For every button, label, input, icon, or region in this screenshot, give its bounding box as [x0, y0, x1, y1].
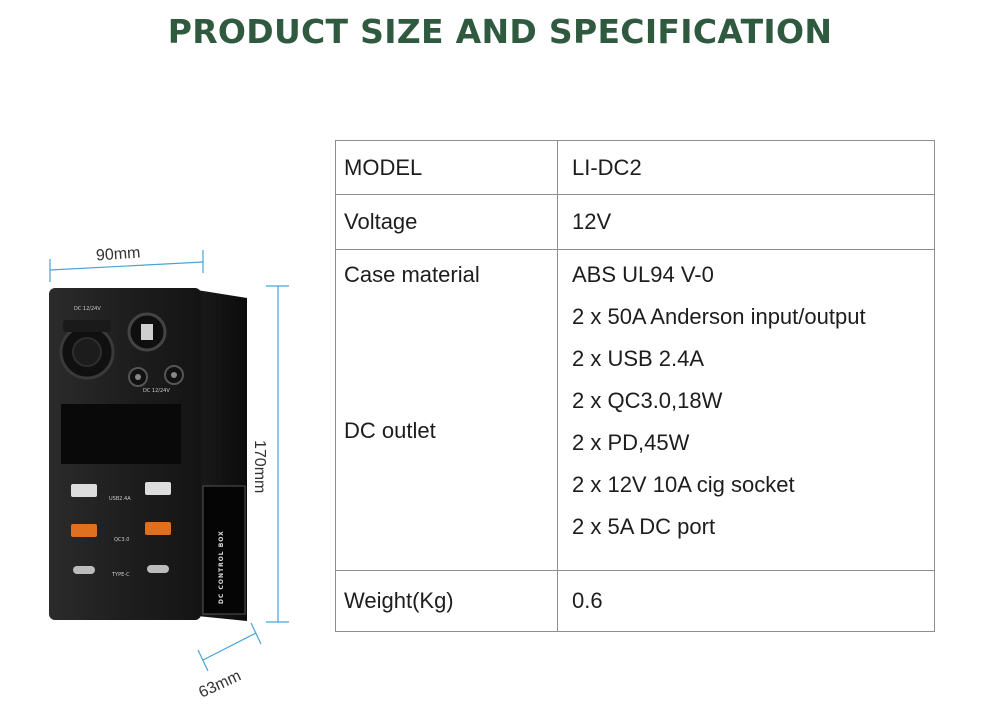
weight-value: 0.6: [557, 570, 935, 632]
weight-label: Weight(Kg): [335, 570, 558, 632]
list-item: 2 x QC3.0,18W: [572, 388, 723, 413]
list-item: 2 x 5A DC port: [572, 514, 716, 539]
voltage-value: 12V: [557, 194, 935, 250]
list-item: 2 x 12V 10A cig socket: [572, 472, 795, 497]
depth-dimension-label: 63mm: [196, 667, 244, 702]
case-material-label: Case material: [344, 262, 480, 287]
device-label-dc-right: DC 12/24V: [143, 388, 170, 394]
case-outlet-value-cell: ABS UL94 V-0 2 x 50A Anderson input/outp…: [557, 249, 935, 571]
dc-control-box-product: [49, 288, 247, 621]
table-row-case-and-outlet: Case material DC outlet ABS UL94 V-0 2 x…: [335, 249, 935, 571]
width-dimension-label: 90mm: [95, 244, 141, 265]
dc-outlet-list: 2 x 50A Anderson input/output 2 x USB 2.…: [572, 296, 934, 548]
list-item: 2 x 50A Anderson input/output: [572, 304, 866, 329]
height-dimension-label: 170mm: [251, 440, 268, 494]
voltage-label: Voltage: [335, 194, 558, 250]
device-side-label: DC CONTROL BOX: [218, 530, 225, 604]
model-label: MODEL: [335, 140, 558, 195]
table-row-voltage: Voltage 12V: [335, 194, 935, 250]
page-title: PRODUCT SIZE AND SPECIFICATION: [167, 12, 833, 51]
list-item: 2 x USB 2.4A: [572, 346, 705, 371]
model-value: LI-DC2: [557, 140, 935, 195]
device-label-dc-top: DC 12/24V: [74, 306, 101, 312]
device-label-typec: TYPE-C: [112, 572, 130, 578]
case-material-value: ABS UL94 V-0: [572, 262, 714, 287]
dc-outlet-label: DC outlet: [344, 418, 436, 443]
table-row-weight: Weight(Kg) 0.6: [335, 570, 935, 632]
spec-table: MODEL LI-DC2 Voltage 12V Case material D…: [335, 140, 935, 632]
case-outlet-label-cell: Case material DC outlet: [335, 249, 558, 571]
table-row-model: MODEL LI-DC2: [335, 140, 935, 195]
list-item: 2 x PD,45W: [572, 430, 690, 455]
device-label-usb: USB2.4A: [109, 496, 131, 502]
device-label-qc: QC3.0: [114, 537, 130, 543]
